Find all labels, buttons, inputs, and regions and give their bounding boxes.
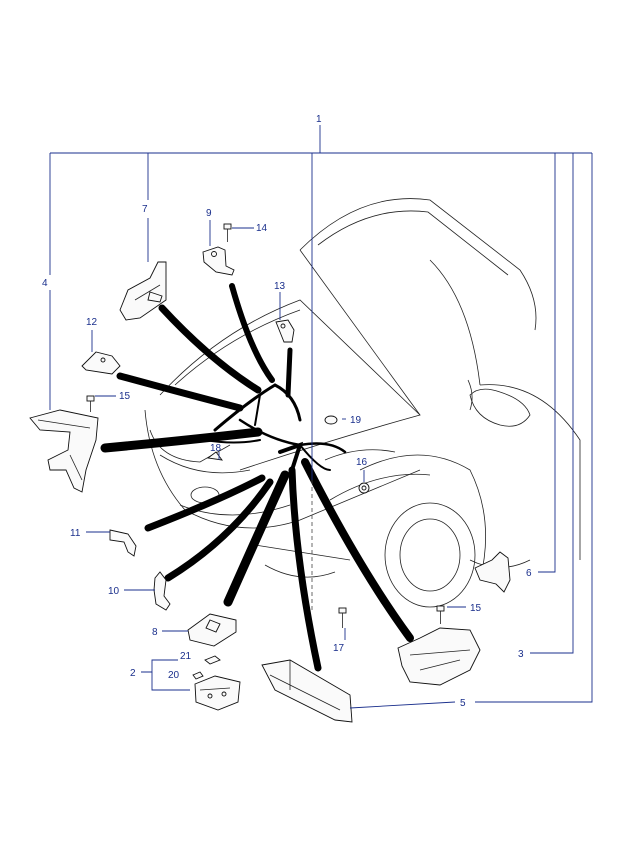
callout-6: 6 — [526, 568, 532, 579]
vehicle-outline — [144, 198, 581, 608]
part-5-cover — [261, 659, 353, 723]
wiring-harness — [100, 283, 414, 672]
part-3-protector — [397, 627, 481, 686]
part-13-clip — [275, 319, 295, 343]
part-15-bolt-right — [436, 605, 445, 624]
part-19-grommet — [324, 415, 338, 425]
part-16-grommet — [358, 482, 370, 494]
part-15-bolt-left — [86, 395, 95, 412]
callout-19: 19 — [350, 415, 362, 426]
part-8-module — [187, 613, 237, 647]
part-12-bracket — [81, 351, 121, 375]
callout-3: 3 — [518, 649, 524, 660]
callout-16: 16 — [356, 457, 368, 468]
part-10-bracket — [153, 571, 171, 611]
part-14-bolt — [223, 223, 232, 242]
callout-14: 14 — [256, 223, 268, 234]
part-20-relay-block — [192, 671, 241, 711]
part-4-protector — [29, 409, 99, 493]
part-7-bracket — [119, 261, 167, 321]
callout-5: 5 — [460, 698, 466, 709]
part-17-bolt — [338, 607, 347, 628]
callout-15-right: 15 — [470, 603, 482, 614]
callout-12: 12 — [86, 317, 98, 328]
callout-21: 21 — [180, 651, 192, 662]
part-11-bracket — [109, 529, 137, 557]
callout-18: 18 — [210, 443, 222, 454]
callout-1: 1 — [316, 114, 322, 125]
callout-9: 9 — [206, 208, 212, 219]
callout-17: 17 — [333, 643, 345, 654]
part-6-bracket — [474, 551, 511, 593]
callout-labels: 1 4 7 9 14 13 12 15 19 18 16 11 6 10 15 … — [42, 114, 532, 709]
callout-20: 20 — [168, 670, 180, 681]
part-9-bracket — [202, 246, 235, 276]
callout-10: 10 — [108, 586, 120, 597]
callout-15-left: 15 — [119, 391, 131, 402]
callout-4: 4 — [42, 278, 48, 289]
callout-7: 7 — [142, 204, 148, 215]
callout-11: 11 — [70, 528, 81, 539]
callout-8: 8 — [152, 627, 158, 638]
callout-leaders — [49, 125, 593, 709]
part-21-connector — [204, 655, 221, 665]
callout-2: 2 — [130, 668, 136, 679]
callout-13: 13 — [274, 281, 286, 292]
